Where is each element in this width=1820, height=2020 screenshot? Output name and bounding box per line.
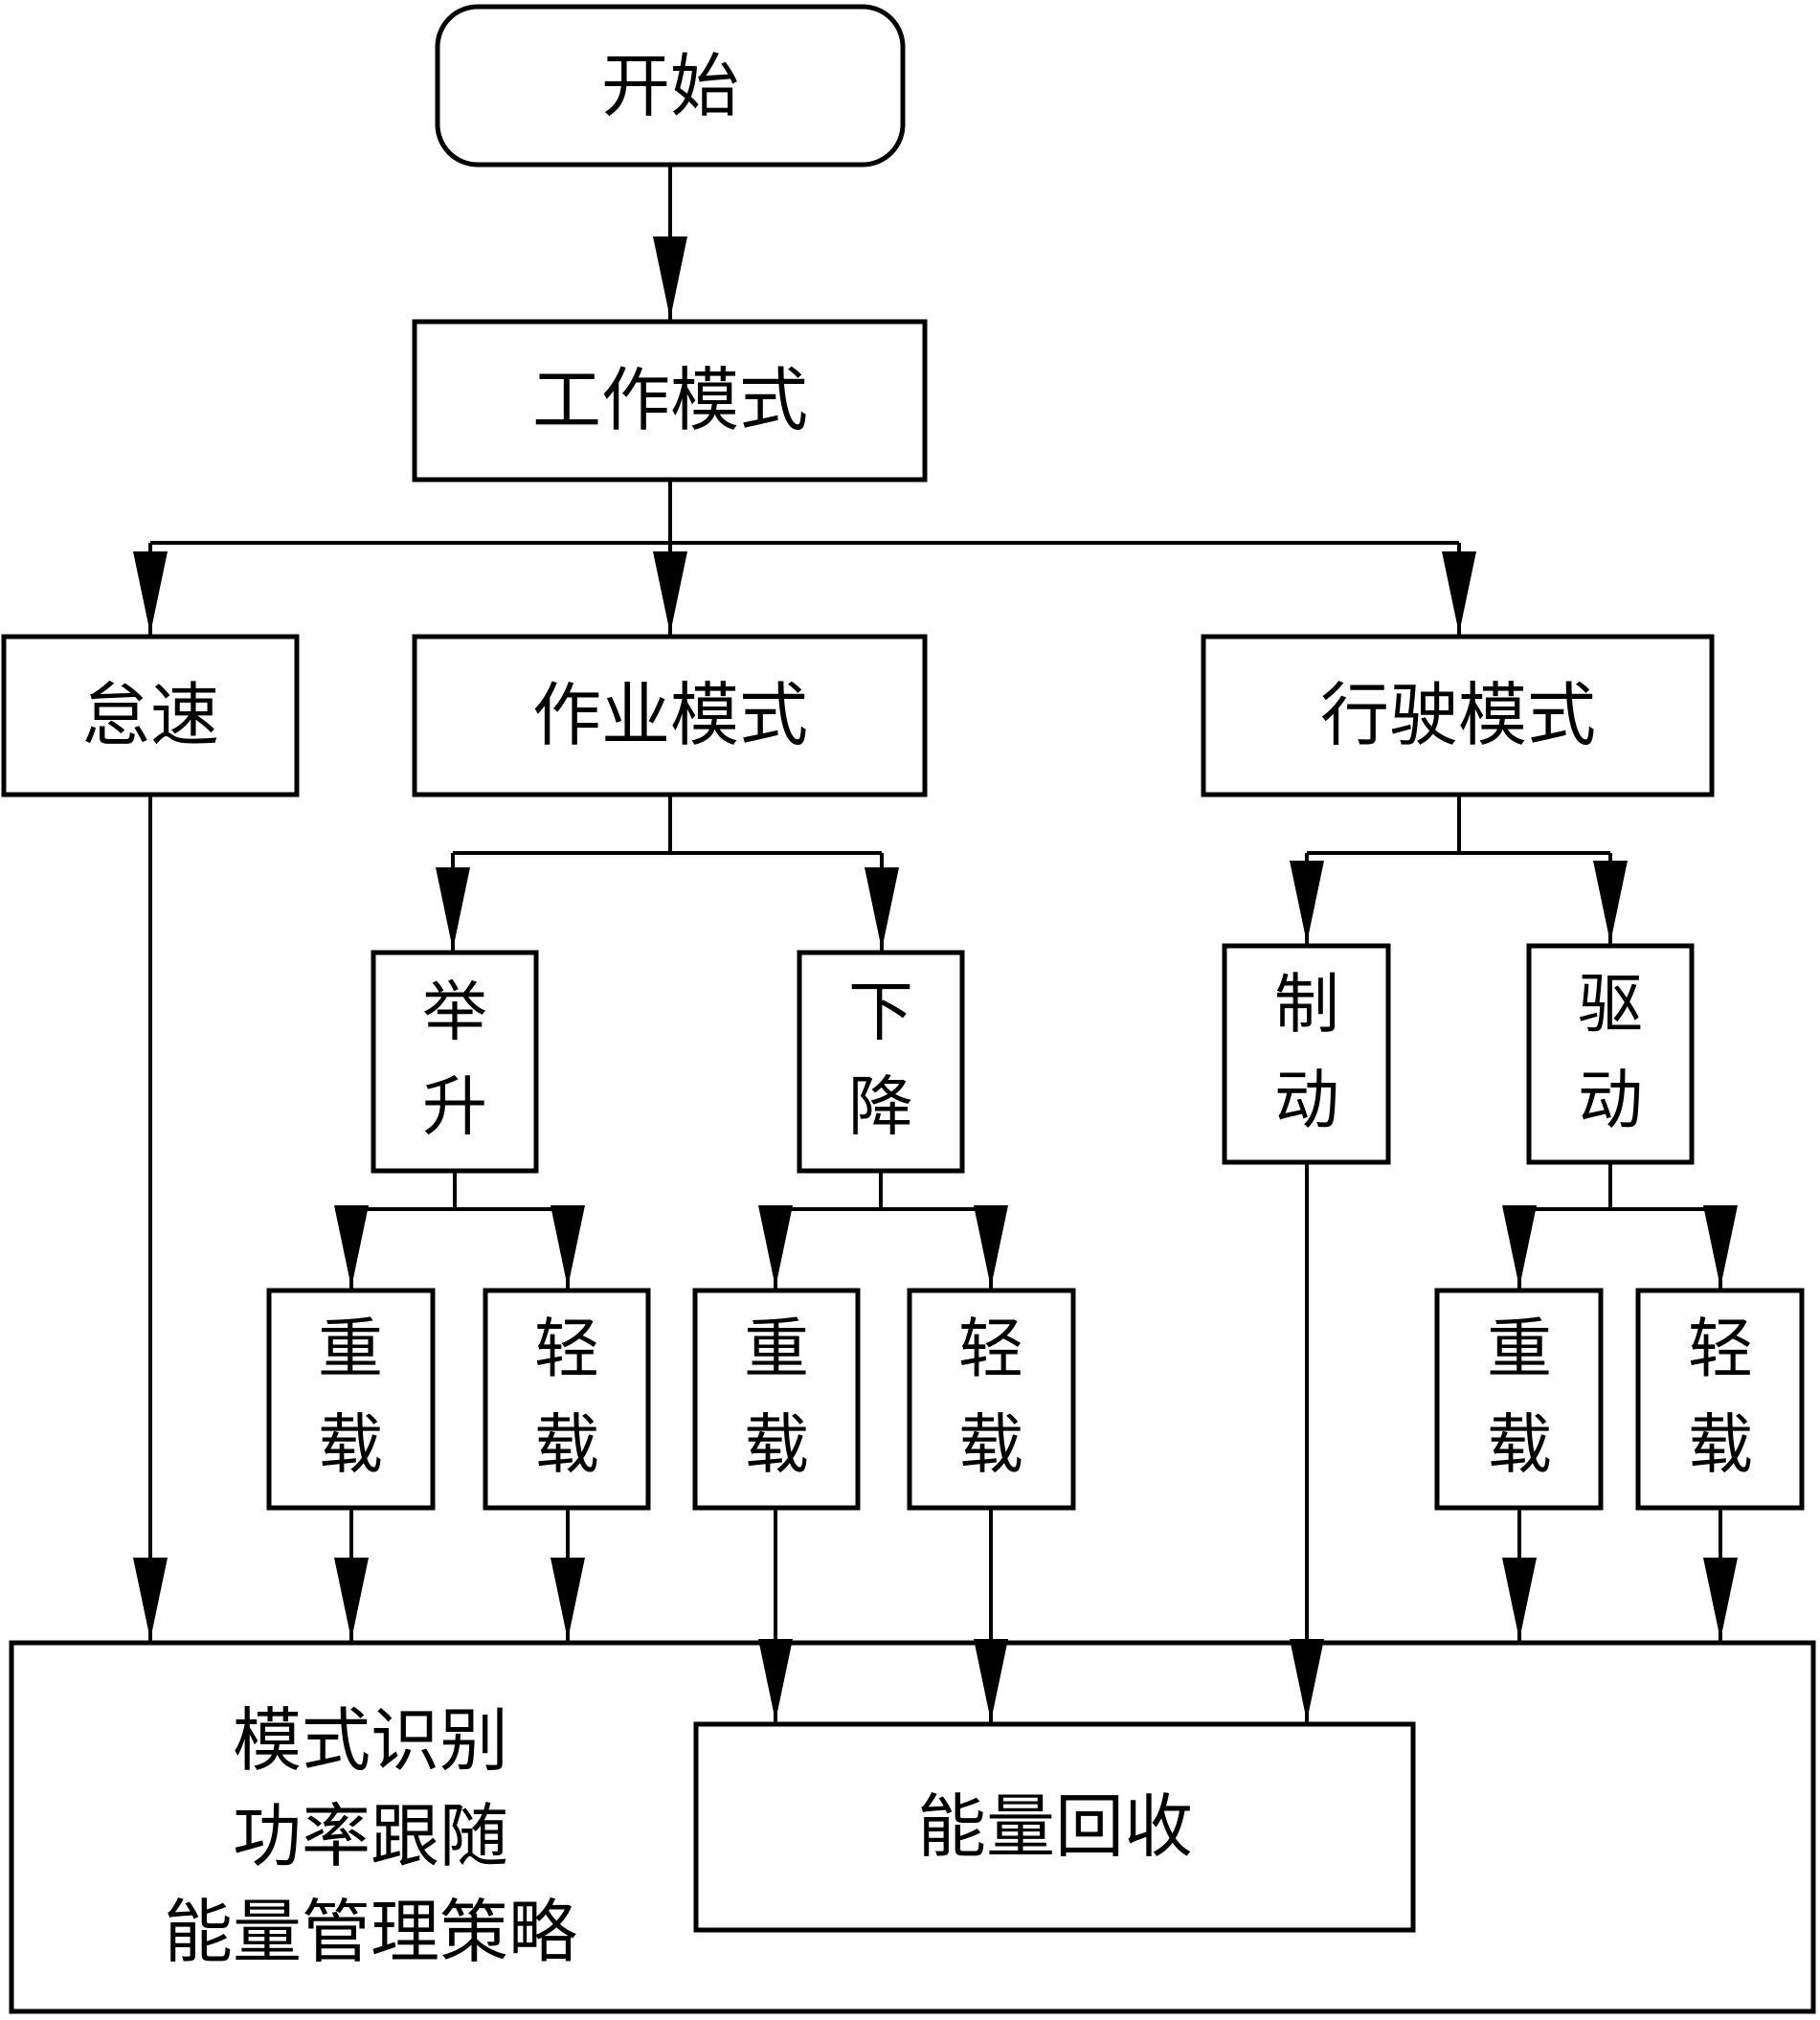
lift-light-char-2: 载 xyxy=(534,1408,599,1484)
strategy-line-3: 能量管理策略 xyxy=(164,1892,577,1972)
work-mode-box xyxy=(412,319,928,483)
arrowhead-lower-light xyxy=(974,1205,1008,1288)
node-energy-recovery: 能量回收 xyxy=(693,1721,1416,1933)
drive-heavy-box xyxy=(1434,1288,1604,1511)
drive-label-char-2: 动 xyxy=(1578,1064,1643,1139)
node-drive-light: 轻 载 xyxy=(1635,1288,1805,1511)
energy-recovery-label: 能量回收 xyxy=(917,1786,1193,1867)
arrowhead-drive-heavy xyxy=(1502,1205,1537,1288)
arrowhead-strategy-idle xyxy=(133,1558,168,1640)
lower-light-box xyxy=(907,1288,1076,1511)
energy-recovery-box xyxy=(693,1721,1416,1933)
node-lower: 下 降 xyxy=(797,950,965,1174)
node-operation-mode: 作业模式 xyxy=(412,634,928,797)
node-drive: 驱 动 xyxy=(1526,943,1695,1165)
brake-label-char-1: 制 xyxy=(1274,968,1339,1044)
lower-heavy-char-1: 重 xyxy=(744,1313,809,1388)
arrowhead-idle xyxy=(133,551,168,634)
lower-light-char-1: 轻 xyxy=(958,1313,1023,1388)
node-drive-heavy: 重 载 xyxy=(1434,1288,1604,1511)
arrowhead-driving-mode xyxy=(1442,551,1476,634)
driving-mode-label: 行驶模式 xyxy=(1320,675,1596,755)
brake-label-char-2: 动 xyxy=(1274,1064,1339,1139)
lift-label-char-1: 举 xyxy=(422,976,487,1051)
node-lower-light: 轻 载 xyxy=(907,1288,1076,1511)
operation-mode-box xyxy=(412,634,928,797)
work-mode-label: 工作模式 xyxy=(532,360,808,440)
node-idle: 怠速 xyxy=(1,634,300,797)
node-brake: 制 动 xyxy=(1222,943,1391,1165)
arrowhead-drive-light xyxy=(1703,1205,1738,1288)
node-start: 开始 xyxy=(435,4,906,168)
node-lift: 举 升 xyxy=(371,950,539,1174)
node-work-mode: 工作模式 xyxy=(412,319,928,483)
lift-heavy-box xyxy=(266,1288,436,1511)
arrowhead-brake xyxy=(1290,861,1324,943)
arrowhead-drive xyxy=(1593,861,1628,943)
arrowhead-lift xyxy=(436,867,470,950)
arrowhead-strategy-drive-heavy xyxy=(1502,1558,1537,1640)
arrowhead-lift-light xyxy=(550,1205,585,1288)
lift-light-char-1: 轻 xyxy=(534,1313,599,1388)
drive-light-char-1: 轻 xyxy=(1688,1313,1753,1388)
lower-light-char-2: 载 xyxy=(958,1408,1023,1484)
arrowhead-strategy-lift-light xyxy=(550,1558,585,1640)
connectors xyxy=(133,165,1738,1724)
lower-label-char-2: 降 xyxy=(848,1070,913,1146)
arrowhead-strategy-lift-heavy xyxy=(334,1558,369,1640)
arrowhead-recovery-brake xyxy=(1290,1639,1324,1721)
strategy-line-1: 模式识别 xyxy=(233,1700,508,1781)
arrowhead-lower xyxy=(865,867,899,950)
lift-label-char-2: 升 xyxy=(422,1070,487,1146)
drive-box xyxy=(1526,943,1695,1165)
drive-heavy-char-1: 重 xyxy=(1487,1313,1552,1388)
arrowhead-lower-heavy xyxy=(758,1205,793,1288)
strategy-line-2: 功率跟随 xyxy=(233,1796,508,1876)
drive-light-char-2: 载 xyxy=(1688,1408,1753,1484)
arrowhead-recovery-lower-light xyxy=(974,1639,1008,1721)
node-driving-mode: 行驶模式 xyxy=(1201,634,1715,797)
start-label: 开始 xyxy=(601,46,739,126)
lower-heavy-char-2: 载 xyxy=(744,1408,809,1484)
arrowhead-lift-heavy xyxy=(334,1205,369,1288)
arrowhead-strategy-drive-light xyxy=(1703,1558,1738,1640)
drive-heavy-char-2: 载 xyxy=(1487,1408,1552,1484)
operation-mode-label: 作业模式 xyxy=(532,675,808,755)
idle-label: 怠速 xyxy=(81,675,219,755)
drive-label-char-1: 驱 xyxy=(1578,968,1643,1044)
lift-heavy-char-2: 载 xyxy=(318,1408,383,1484)
lift-heavy-char-1: 重 xyxy=(318,1313,383,1388)
node-lift-heavy: 重 载 xyxy=(266,1288,436,1511)
brake-box xyxy=(1222,943,1391,1165)
node-lift-light: 轻 载 xyxy=(483,1288,651,1511)
arrowhead-operation-mode xyxy=(653,551,687,634)
lower-label-char-1: 下 xyxy=(848,976,913,1051)
node-lower-heavy: 重 载 xyxy=(692,1288,861,1511)
arrowhead-work-mode xyxy=(653,236,687,319)
arrowhead-recovery-lower-heavy xyxy=(758,1639,793,1721)
